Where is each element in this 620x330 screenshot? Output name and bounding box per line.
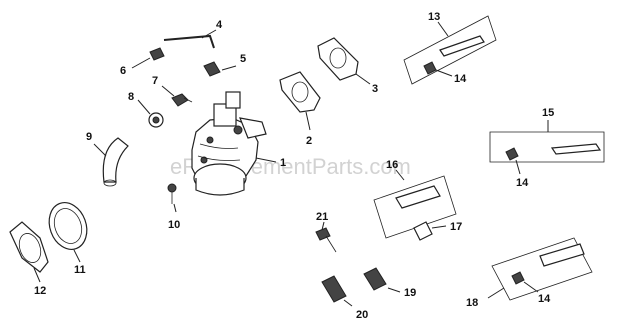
callout-19: 19	[404, 287, 416, 299]
hose-part-9	[93, 137, 129, 187]
callout-15: 15	[542, 107, 554, 119]
kit-box-part-18	[487, 237, 593, 301]
callout-14c: 14	[538, 293, 551, 305]
callout-13: 13	[428, 11, 440, 23]
clip-part-17	[413, 221, 447, 241]
leader-14a	[435, 69, 453, 77]
carburetor	[191, 91, 267, 196]
leader-14c	[523, 281, 539, 293]
callout-17: 17	[450, 221, 462, 233]
callout-6: 6	[120, 65, 126, 77]
bolt-part-10	[167, 183, 177, 213]
callout-7: 7	[152, 75, 158, 87]
callout-1: 1	[280, 157, 286, 169]
fitting-part-5	[203, 61, 237, 77]
callout-2: 2	[306, 135, 312, 147]
callout-10: 10	[168, 219, 180, 231]
rod-part-4	[163, 29, 217, 49]
callout-3: 3	[372, 83, 378, 95]
fitting-part-19	[363, 267, 401, 293]
leader-14b	[515, 159, 521, 175]
callout-12: 12	[34, 285, 46, 297]
callout-20: 20	[356, 309, 368, 321]
leader-2	[305, 111, 311, 131]
leader-3	[355, 73, 371, 85]
kit-box-part-15	[489, 120, 605, 163]
callout-5: 5	[240, 53, 246, 65]
leader-1	[255, 157, 277, 163]
knob-part-8	[137, 99, 164, 128]
callout-16: 16	[386, 159, 398, 171]
kit-box-part-16	[373, 169, 457, 239]
callout-14a: 14	[454, 73, 467, 85]
callout-14b: 14	[516, 177, 529, 189]
callout-21: 21	[316, 211, 328, 223]
bolt-part-21	[315, 221, 337, 253]
callout-11: 11	[74, 264, 86, 276]
callout-8: 8	[128, 91, 134, 103]
clip-part-6	[131, 47, 165, 69]
gasket-ring-part-11	[48, 202, 88, 263]
callout-9: 9	[86, 131, 92, 143]
fitting-part-20	[321, 275, 353, 307]
screw-part-7	[161, 85, 193, 107]
gasket-part-2	[279, 71, 321, 113]
callout-18: 18	[466, 297, 478, 309]
kit-box-part-13	[403, 15, 497, 85]
callout-4: 4	[216, 19, 223, 31]
filter-plate-part-12	[9, 221, 49, 283]
flange-part-3	[317, 37, 359, 81]
